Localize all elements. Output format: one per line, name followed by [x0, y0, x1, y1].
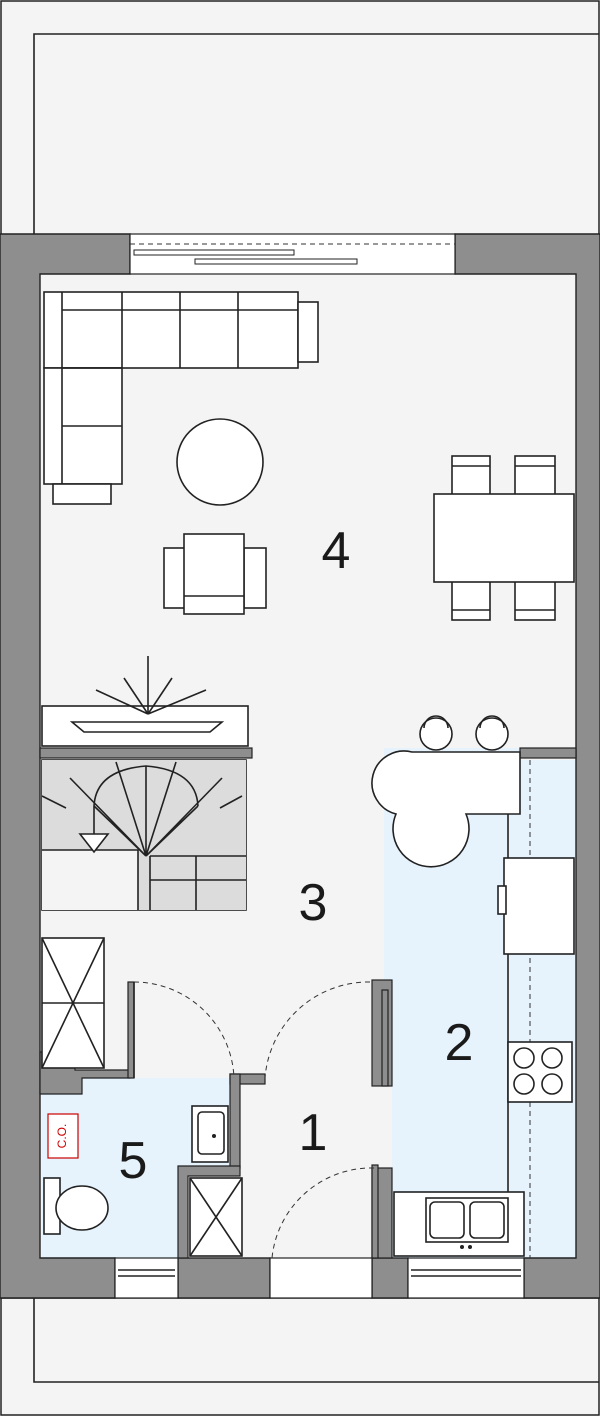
coffee-table — [176, 418, 264, 506]
top-window — [129, 233, 456, 275]
staircase — [41, 759, 247, 911]
armchair — [163, 533, 267, 615]
kitchen-units — [393, 760, 575, 1258]
room-number-3: 3 — [299, 874, 328, 932]
co-label: C.O. — [55, 1124, 69, 1149]
room-number-1: 1 — [299, 1104, 328, 1162]
bottom-openings — [114, 1257, 525, 1299]
room-number-4: 4 — [322, 522, 351, 580]
co-boiler: C.O. — [47, 1113, 79, 1159]
wardrobe — [41, 937, 105, 1069]
corner-sofa — [43, 291, 319, 505]
toilet — [43, 1177, 109, 1235]
tv-cabinet — [41, 656, 249, 747]
door-swings — [133, 981, 375, 1259]
room-number-2: 2 — [445, 1014, 474, 1072]
bar-counter — [371, 715, 521, 868]
washbasin — [191, 1105, 229, 1163]
room-number-5: 5 — [119, 1132, 148, 1190]
shower — [189, 1177, 243, 1257]
terrace-top — [0, 0, 600, 236]
terrace-bottom — [0, 1297, 600, 1416]
dining-set — [433, 455, 575, 621]
interior-walls — [39, 747, 577, 1259]
